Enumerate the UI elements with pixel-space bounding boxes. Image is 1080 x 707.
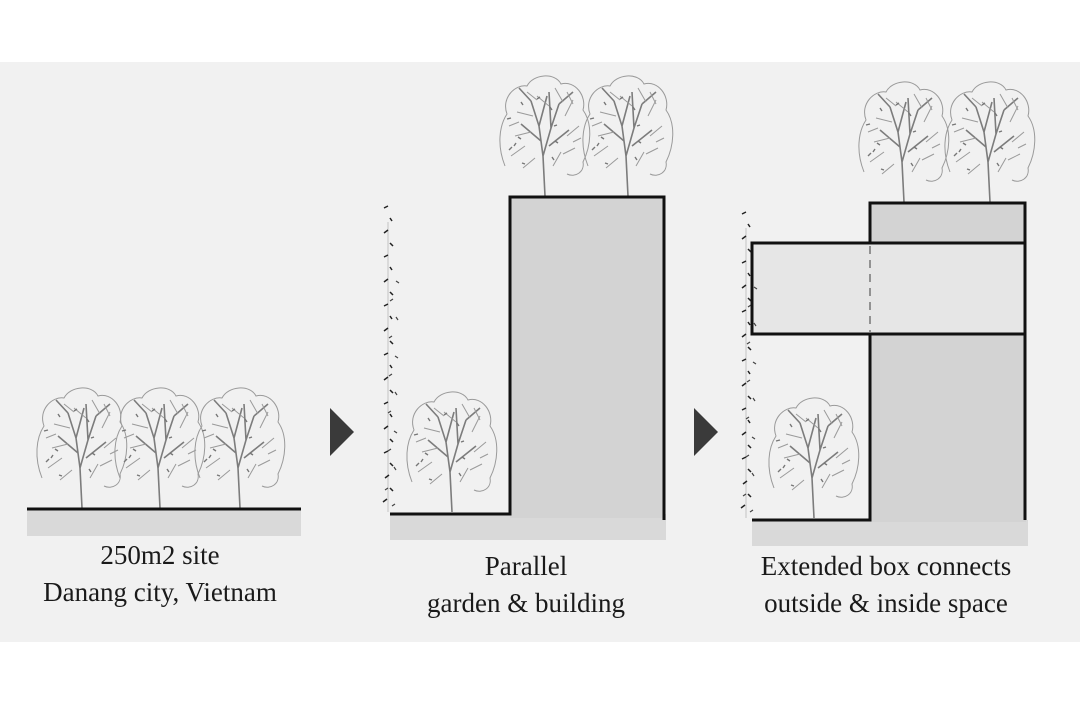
tree-icon xyxy=(944,81,1036,203)
arrow-right-icon xyxy=(330,408,354,456)
caption-parallel: Parallel garden & building xyxy=(376,548,676,622)
building-outline xyxy=(752,334,872,522)
caption-line: Danang city, Vietnam xyxy=(43,577,277,607)
panel-parallel xyxy=(382,75,674,540)
arrow-right-icon xyxy=(694,408,718,456)
caption-line: 250m2 site xyxy=(100,540,220,570)
caption-site: 250m2 site Danang city, Vietnam xyxy=(10,537,310,611)
building-outline xyxy=(868,201,1027,243)
extended-box-outline xyxy=(750,241,1027,336)
building-outline xyxy=(390,195,666,520)
tree-icon xyxy=(499,75,591,197)
bamboo-icon xyxy=(382,205,400,513)
tree-icon xyxy=(194,387,286,509)
ground-strip xyxy=(752,520,1028,546)
caption-line: Parallel xyxy=(484,551,568,581)
building-block xyxy=(510,198,664,518)
ground-strip xyxy=(27,510,301,536)
ground-strip xyxy=(390,514,666,540)
tree-icon xyxy=(36,387,128,509)
tree-icon xyxy=(406,391,498,513)
panel-extended xyxy=(740,81,1036,546)
tree-icon xyxy=(768,397,860,519)
caption-extended: Extended box connects outside & inside s… xyxy=(716,548,1056,622)
caption-line: outside & inside space xyxy=(764,588,1008,618)
tree-icon xyxy=(858,81,950,203)
extended-box xyxy=(752,243,1026,333)
caption-line: Extended box connects xyxy=(760,551,1012,581)
tree-icon xyxy=(114,387,206,509)
tree-icon xyxy=(582,75,674,197)
caption-line: garden & building xyxy=(427,588,625,618)
panel-site xyxy=(27,387,301,536)
